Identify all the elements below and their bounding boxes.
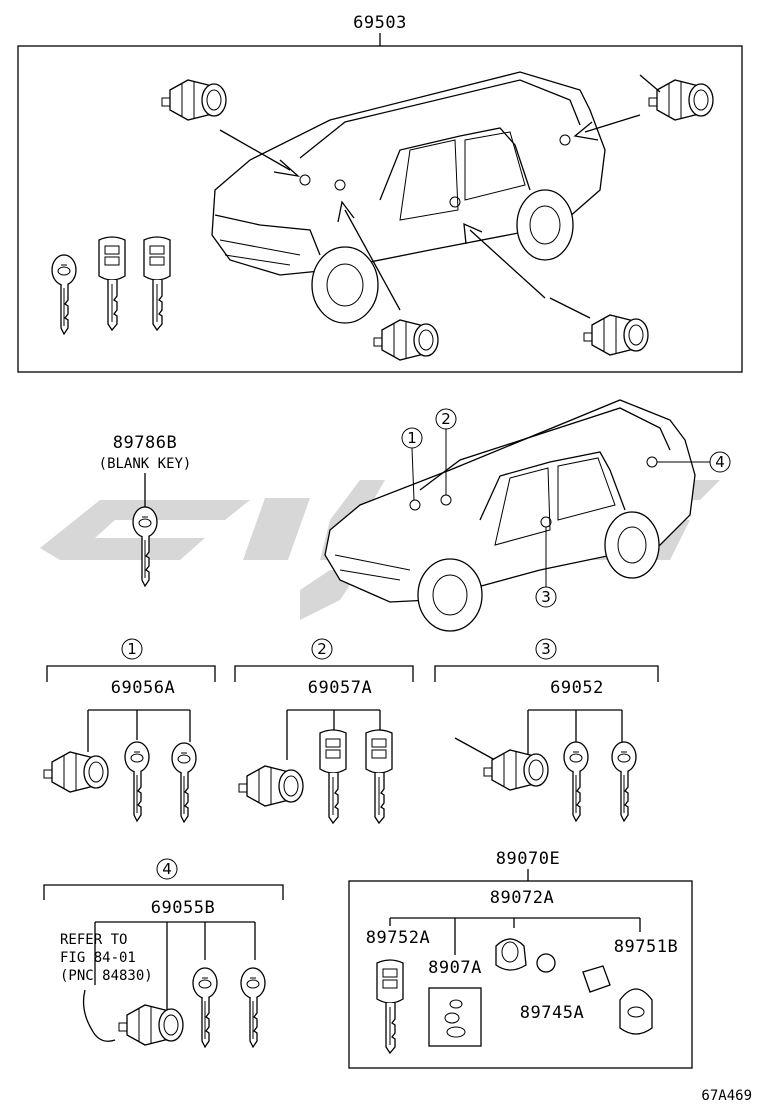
cable-icon [82,989,116,1042]
refer-to-line1: REFER TO [60,932,127,948]
svg-text:2: 2 [441,410,451,428]
remote-key-icon [143,236,171,331]
remote-key-icon [376,959,404,1054]
key-icon [51,254,77,335]
callout-1-vehicle: 1 [401,427,423,501]
kit-89070E-box [348,880,693,1069]
assembly-69503-box [17,45,743,373]
refer-to-line3: (PNC 84830) [60,968,153,984]
battery-icon [536,953,556,973]
ignition-cylinder-icon [373,319,439,361]
kit-89070E-label: 89070E [496,849,560,869]
door-lock-cylinder-icon [43,751,109,793]
blank-key-part-label: 89786B [113,433,177,453]
figure-code: 67A469 [701,1088,752,1104]
remote-key-icon [319,729,347,824]
kit-fob-part-label: 89751B [614,937,678,957]
svg-text:1: 1 [407,429,417,447]
svg-text:4: 4 [715,453,725,471]
door-cylinder-with-rod-icon [583,314,649,356]
vehicle-illustration-middle [324,399,696,632]
pointer-arrows-top [219,114,641,311]
callout-1-set: 1 [121,638,143,660]
vehicle-illustration-top [211,71,606,324]
back-door-cylinder-icon [118,1004,184,1046]
set-69057A-label: 69057A [308,678,372,698]
remote-fob-icon [619,988,653,1035]
back-door-cylinder-icon [648,79,714,121]
svg-text:3: 3 [541,588,551,606]
set-69056A-label: 69056A [111,678,175,698]
blank-key-note: (BLANK KEY) [99,456,192,472]
key-icon [192,967,218,1048]
kit-key-part-label: 89752A [366,928,430,948]
kit-cover-part-label: 8907A [428,958,482,978]
key-icon [240,967,266,1048]
callout-2-vehicle: 2 [435,408,457,495]
set-69055B-label: 69055B [151,898,215,918]
callout-3-set: 3 [535,638,557,660]
svg-text:4: 4 [162,860,172,878]
ignition-cylinder-icon [238,765,304,807]
callout-3-vehicle: 3 [535,527,557,608]
callout-4-set: 4 [156,858,178,880]
callout-2-set: 2 [311,638,333,660]
refer-to-line2: FIG 84-01 [60,950,136,966]
svg-text:2: 2 [317,640,327,658]
kit-battery-part-label: 89745A [520,1003,584,1023]
set-69052-label: 69052 [550,678,604,698]
remote-key-icon [98,236,126,331]
svg-text:3: 3 [541,640,551,658]
callout-4-vehicle: 4 [657,451,731,473]
door-lock-cylinder-icon [161,79,227,121]
svg-text:1: 1 [127,640,137,658]
key-parts-frame [428,987,482,1047]
kit-89072A-label: 89072A [490,888,554,908]
key-icon [563,741,589,822]
assembly-69503-label: 69503 [353,13,407,33]
battery-cover-icon [582,965,611,993]
key-icon [611,741,637,822]
key-icon [171,742,197,823]
door-cylinder-with-rod-icon [483,749,549,791]
key-cover-icon [495,938,527,971]
key-icon [124,741,150,822]
remote-key-icon [365,729,393,824]
